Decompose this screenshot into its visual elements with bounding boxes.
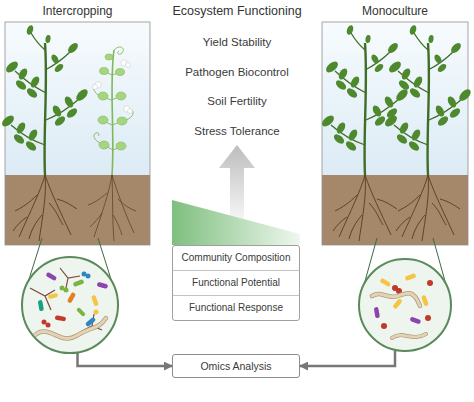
pea-plant [88,47,136,241]
tomato-plant [320,24,410,241]
function-label: Soil Fertility [157,94,317,108]
flow-arrow [300,351,395,366]
crop-panel: Monoculture [322,0,468,351]
tomato-plant [383,24,473,241]
box-text: Community Composition [173,246,299,271]
panel-frame [322,22,468,245]
function-label: Pathogen Biocontrol [157,65,317,79]
panel-frame [5,22,150,245]
crop-panel: Intercropping [5,0,150,353]
box-text: Functional Response [173,296,299,320]
function-label: Stress Tolerance [157,124,317,138]
process-box: Omics Analysis [172,354,300,378]
box-text: Omics Analysis [173,355,299,377]
function-label: Yield Stability [157,35,317,49]
flow-arrow [78,353,173,366]
gradient-wedge [172,200,300,245]
panel-title: Monoculture [322,0,468,22]
analysis-box: Community CompositionFunctional Potentia… [172,245,300,321]
intercropping-microbiome [22,257,118,353]
diagram-title: Ecosystem Functioning [117,4,357,19]
intercropping-panel-art [0,22,150,245]
box-text: Functional Potential [173,271,299,296]
soil [322,175,468,245]
soil [5,175,150,245]
monoculture-microbiome [359,259,451,351]
monoculture-panel-art [320,22,473,245]
panel-title: Intercropping [5,0,150,22]
tomato-plant [0,24,90,241]
